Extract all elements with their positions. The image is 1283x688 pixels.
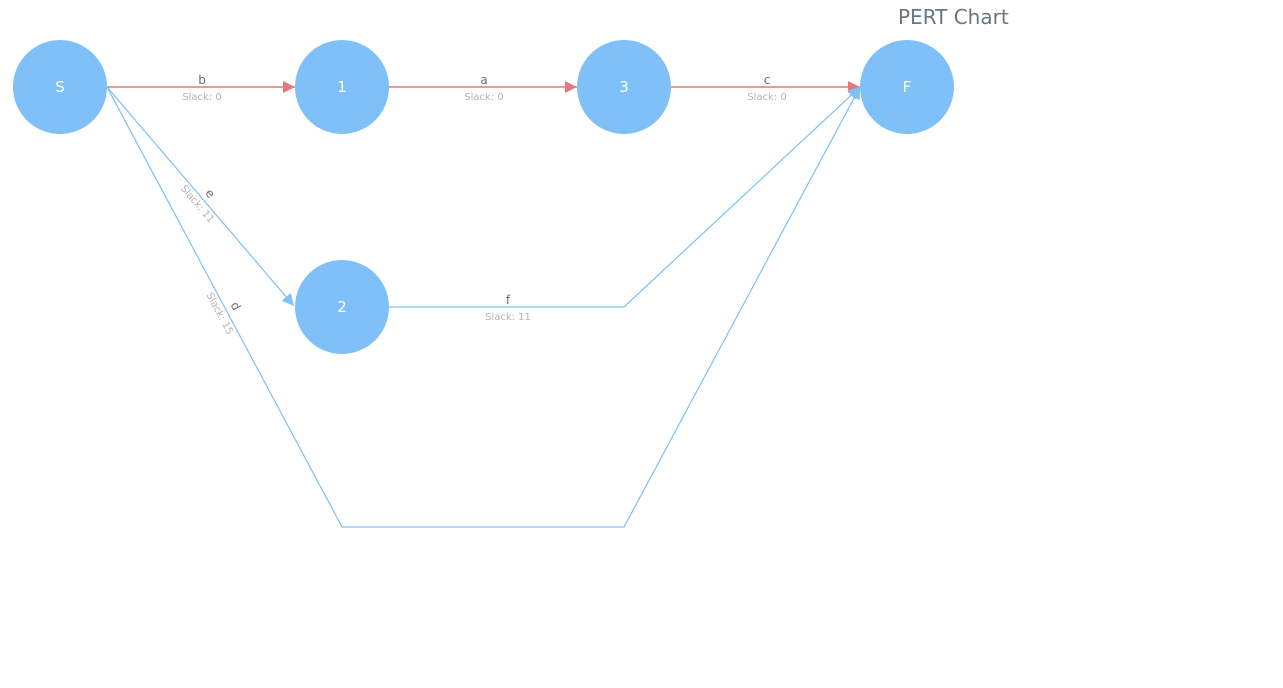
event-node-circle xyxy=(577,40,671,134)
event-node-label: 3 xyxy=(619,78,629,96)
event-node-F[interactable]: F xyxy=(860,40,954,134)
event-node-label: S xyxy=(55,78,65,96)
activity-name-d: d xyxy=(228,299,244,312)
activity-slack-a: Slack: 0 xyxy=(464,92,503,103)
event-node-circle xyxy=(295,40,389,134)
chart-title: PERT Chart xyxy=(898,5,1009,29)
activity-name-a: a xyxy=(480,73,487,87)
edges-layer xyxy=(106,81,861,528)
activity-edge-d xyxy=(106,86,861,528)
activity-name-b: b xyxy=(198,73,206,87)
event-node-circle xyxy=(13,40,107,134)
event-node-label: 1 xyxy=(337,78,347,96)
nodes-layer: S 1 3 F 2 xyxy=(13,40,954,354)
event-node-3[interactable]: 3 xyxy=(577,40,671,134)
event-node-S[interactable]: S xyxy=(13,40,107,134)
activity-slack-c: Slack: 0 xyxy=(747,92,786,103)
event-node-1[interactable]: 1 xyxy=(295,40,389,134)
activity-name-e: e xyxy=(202,186,217,201)
activity-slack-f: Slack: 11 xyxy=(485,312,531,323)
event-node-label: 2 xyxy=(337,298,347,316)
event-node-circle xyxy=(295,260,389,354)
event-node-2[interactable]: 2 xyxy=(295,260,389,354)
event-node-label: F xyxy=(903,78,912,96)
activity-name-c: c xyxy=(764,73,771,87)
activity-edge-f xyxy=(389,86,861,308)
activity-edge-e xyxy=(106,86,295,307)
event-node-circle xyxy=(860,40,954,134)
activity-name-f: f xyxy=(506,293,511,307)
activity-slack-b: Slack: 0 xyxy=(182,92,221,103)
